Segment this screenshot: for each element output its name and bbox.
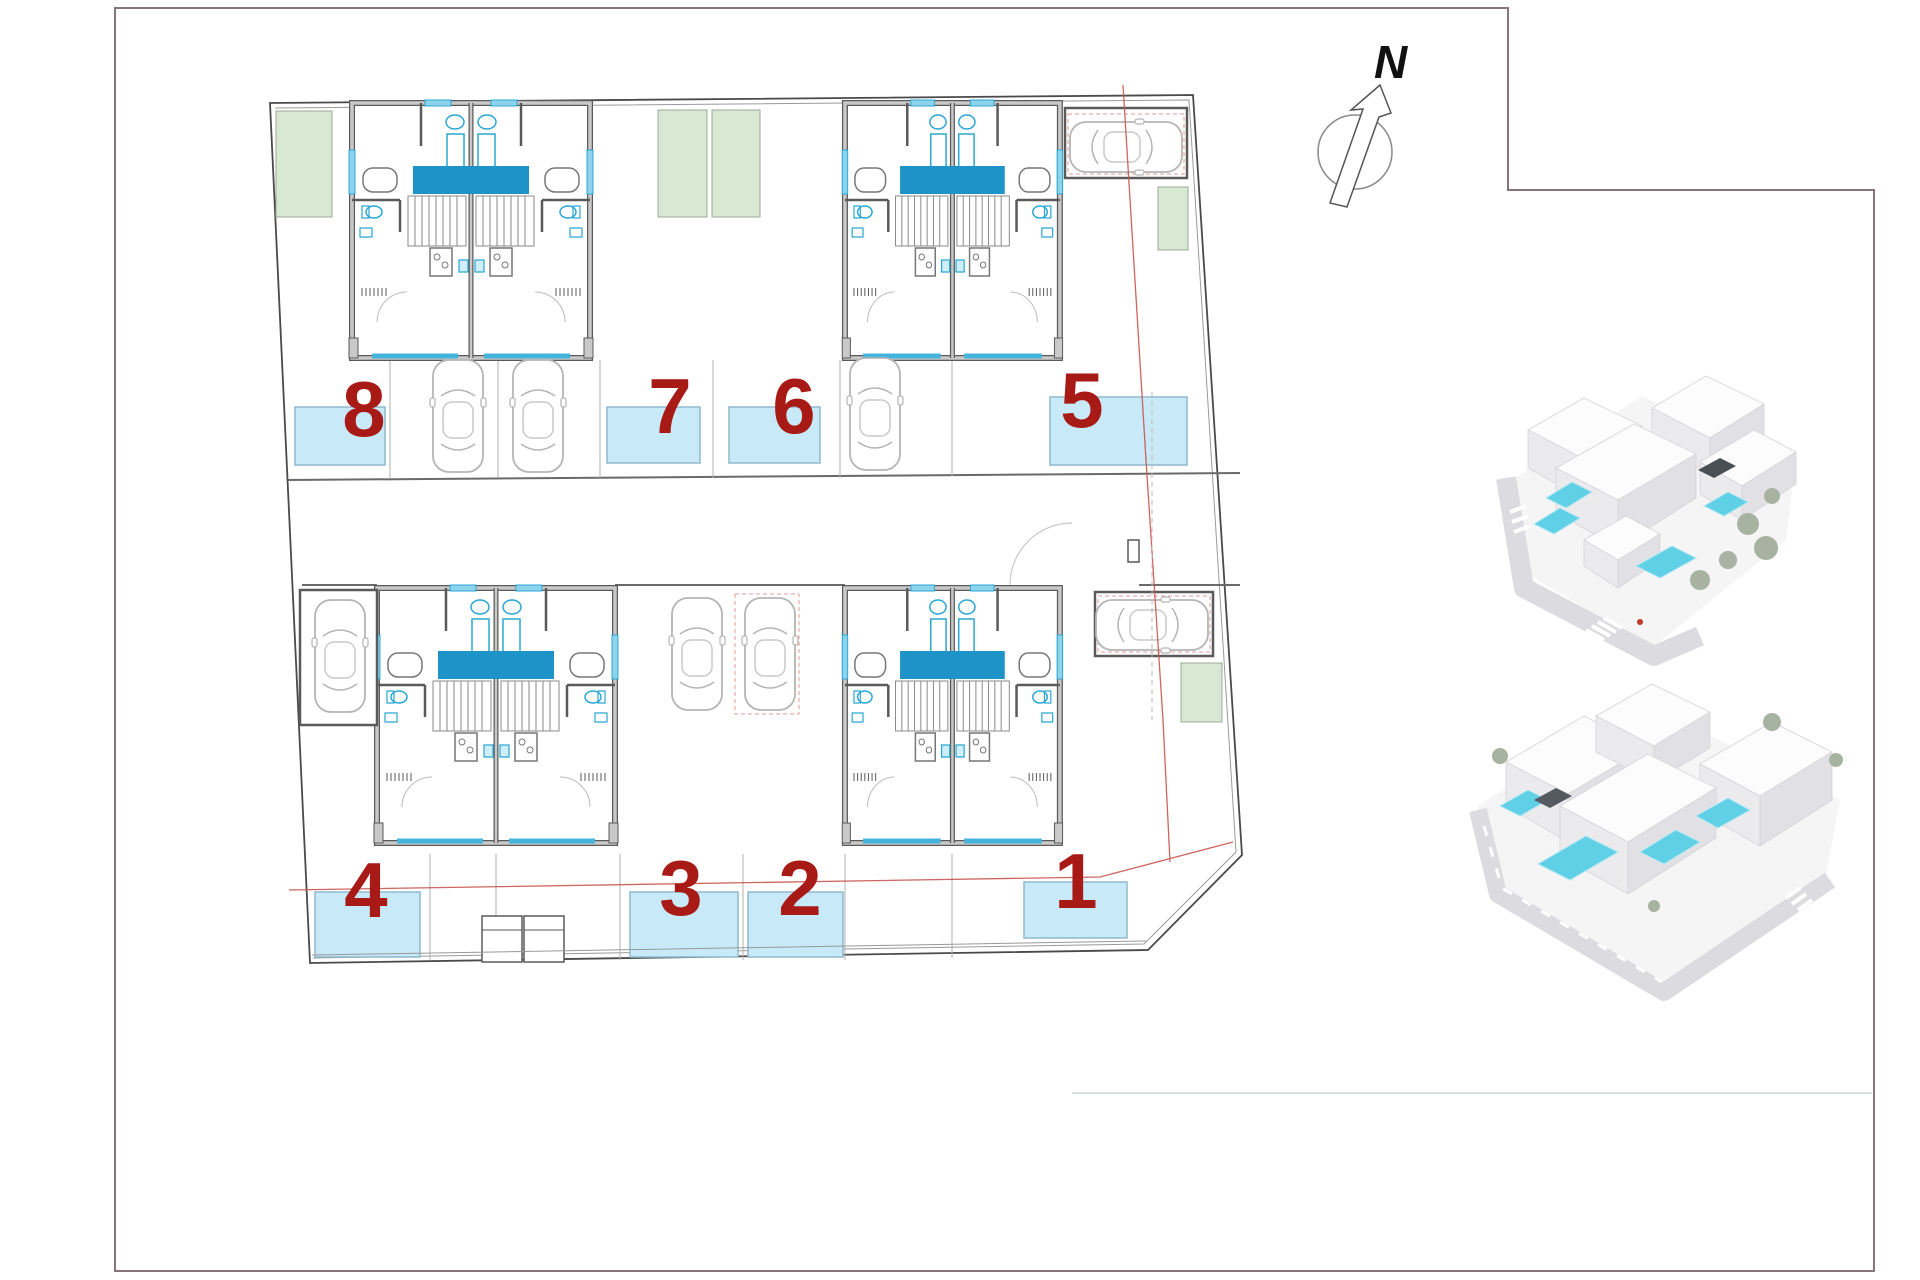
villa-number-3: 3 — [659, 844, 702, 932]
villa-number-8: 8 — [342, 365, 385, 453]
garden-area — [275, 110, 333, 218]
building-pair-2-1 — [842, 585, 1062, 843]
3d-render-top — [1496, 375, 1797, 666]
car-icon — [846, 357, 904, 471]
car-icon — [311, 599, 369, 713]
villa-numbers: 8 7 6 5 4 3 2 1 — [342, 356, 1103, 934]
car-icon — [429, 359, 487, 473]
garden-area — [711, 109, 761, 218]
crosswalk — [1784, 886, 1820, 918]
render-car-dark — [1698, 458, 1736, 478]
garden-area — [1157, 186, 1189, 251]
villa-number-2: 2 — [778, 844, 821, 932]
3d-render-bottom — [1469, 683, 1843, 1001]
compass-north-label: N — [1374, 36, 1408, 88]
pool-3 — [629, 891, 739, 958]
cadastral-boundary-red-line — [288, 84, 1234, 891]
plot-fences — [389, 360, 953, 960]
villa-number-1: 1 — [1054, 837, 1097, 925]
page-border — [114, 7, 1875, 1272]
villa-number-7: 7 — [648, 362, 691, 450]
utility-boxes — [481, 915, 565, 963]
car-icon — [509, 359, 567, 473]
central-street — [287, 472, 1241, 586]
building-pair-4-3 — [374, 585, 618, 843]
building-pair-8-7 — [349, 100, 593, 358]
parking-bay-dashed — [1067, 113, 1185, 175]
render-villa-blocks — [1505, 683, 1833, 895]
car-icon — [741, 597, 799, 711]
pool-4 — [314, 891, 421, 958]
garden-area — [1180, 662, 1223, 723]
villa-number-4: 4 — [344, 846, 387, 934]
entrance-gate-arc — [1009, 522, 1073, 586]
pool-7 — [606, 406, 701, 464]
render-trees — [1690, 488, 1780, 590]
pool-5 — [1049, 396, 1188, 466]
pool-8 — [294, 406, 386, 466]
villa-number-5: 5 — [1060, 356, 1103, 444]
garden-areas — [275, 109, 1223, 723]
sidewalk-line — [311, 940, 1147, 956]
gate-pillar — [1127, 539, 1140, 563]
north-arrow-compass: N — [1317, 36, 1408, 208]
render-car-dark — [1534, 788, 1572, 808]
render-trees — [1492, 713, 1843, 912]
crosswalk — [1509, 504, 1531, 534]
car-icon — [668, 597, 726, 711]
parking-bay-dashed — [734, 593, 800, 715]
north-arrow-icon — [1329, 83, 1392, 208]
pool-6 — [728, 406, 821, 464]
garden-area — [657, 109, 708, 218]
building-pair-6-5 — [842, 100, 1062, 358]
villa-number-6: 6 — [772, 362, 815, 450]
compass-circle — [1317, 114, 1393, 190]
render-pools — [1532, 481, 1750, 579]
crosswalk — [1585, 616, 1623, 642]
render-person — [1637, 619, 1643, 625]
pool-1 — [1023, 881, 1128, 939]
render-pools — [1498, 789, 1752, 881]
